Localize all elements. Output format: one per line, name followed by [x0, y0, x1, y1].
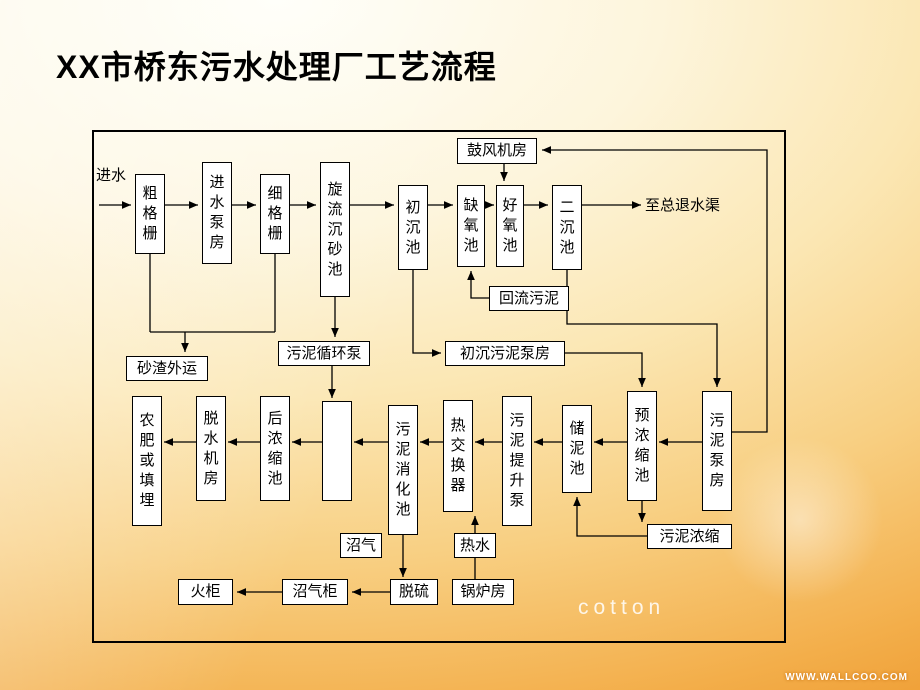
- page-title: XX市桥东污水处理厂工艺流程: [56, 49, 497, 85]
- node-boiler-room: 锅炉房: [452, 579, 514, 605]
- node-vortex-grit-chamber: 旋流沉砂池: [320, 162, 350, 297]
- label-inlet-water: 进水: [96, 167, 127, 184]
- node-sludge-thickening: 污泥浓缩: [647, 524, 732, 549]
- node-gas-holder: 沼气柜: [282, 579, 348, 605]
- node-hot-water-label: 热水: [454, 533, 496, 558]
- node-fertilizer-or-landfill: 农肥或填埋: [132, 396, 162, 526]
- node-inlet-pump-house: 进水泵房: [202, 162, 232, 264]
- node-sludge-circulation-pump: 污泥循环泵: [278, 341, 370, 366]
- node-primary-clarifier: 初沉池: [398, 185, 428, 270]
- node-blower-room: 鼓风机房: [457, 138, 537, 164]
- node-aerobic-tank: 好氧池: [496, 185, 524, 267]
- node-post-thickener: 后浓缩池: [260, 396, 290, 501]
- node-heat-exchanger: 热交换器: [443, 400, 473, 512]
- node-anoxic-tank: 缺氧池: [457, 185, 485, 267]
- node-biogas-label: 沼气: [340, 533, 382, 558]
- node-return-sludge: 回流污泥: [489, 286, 569, 311]
- node-sludge-digester: 污泥消化池: [388, 405, 418, 535]
- node-pre-thickener: 预浓缩池: [627, 391, 657, 501]
- node-unlabeled-box: [322, 401, 352, 501]
- watermark-wallcoo: WWW.WALLCOO.COM: [785, 672, 908, 683]
- node-coarse-screen: 粗格栅: [135, 174, 165, 254]
- node-primary-sludge-pump-house: 初沉污泥泵房: [445, 341, 565, 366]
- node-fine-screen: 细格栅: [260, 174, 290, 254]
- label-outfall-channel: 至总退水渠: [645, 197, 721, 214]
- node-desulfurization: 脱硫: [390, 579, 438, 605]
- node-grit-disposal: 砂渣外运: [126, 356, 208, 381]
- node-sludge-lift-pump: 污泥提升泵: [502, 396, 532, 526]
- flow-diagram: 进水 至总退水渠 粗格栅 进水泵房 细格栅 旋流沉砂池 初沉池 缺氧池 好氧池 …: [92, 130, 786, 643]
- node-flare: 火柜: [178, 579, 233, 605]
- node-dewatering-room: 脱水机房: [196, 396, 226, 501]
- node-sludge-storage-tank: 储泥池: [562, 405, 592, 493]
- watermark-cotton: cotton: [578, 596, 666, 619]
- node-sludge-pump-house: 污泥泵房: [702, 391, 732, 511]
- node-secondary-clarifier: 二沉池: [552, 185, 582, 270]
